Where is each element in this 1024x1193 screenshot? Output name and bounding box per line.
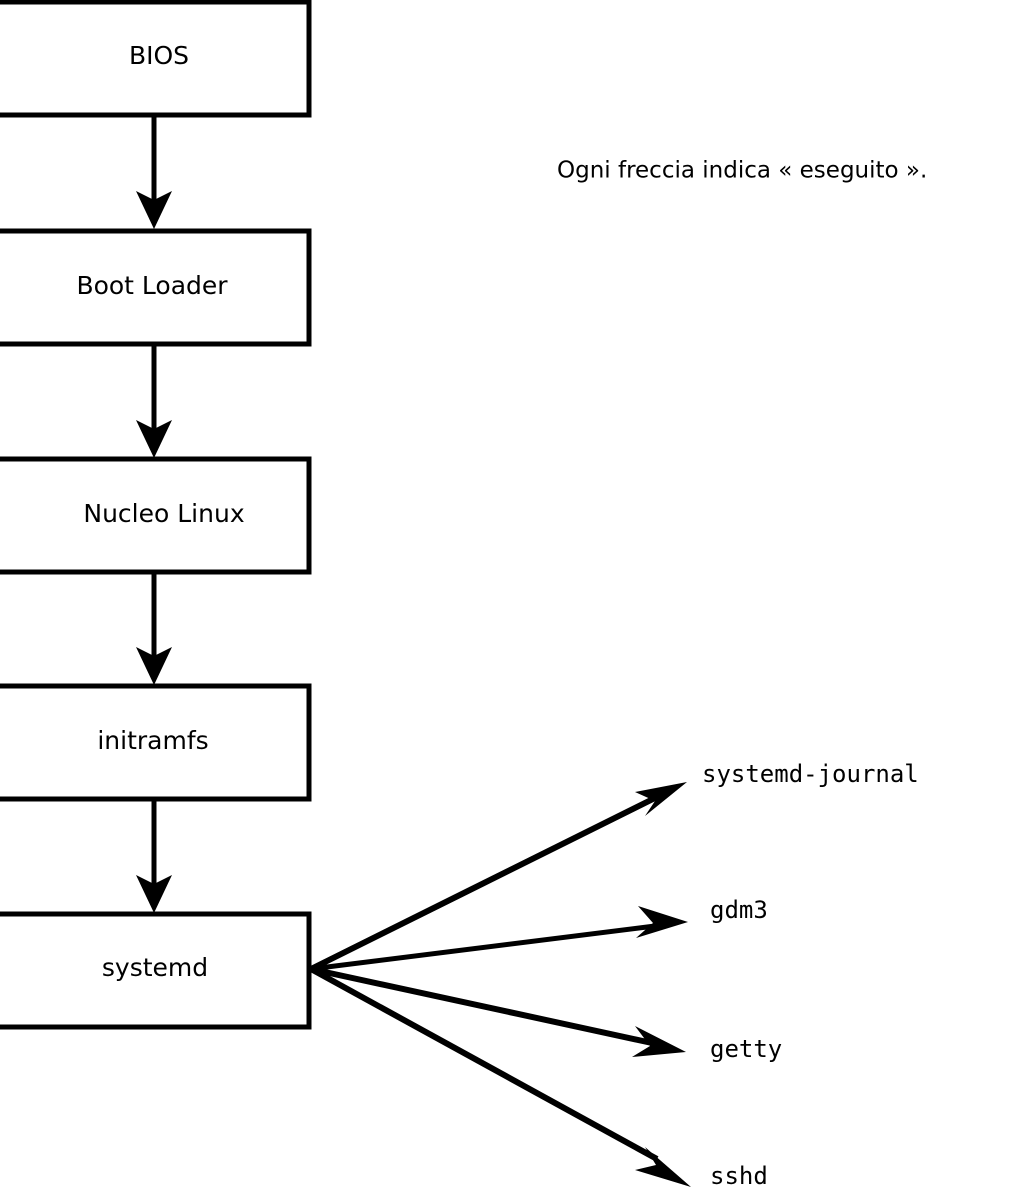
boot-chain-group: BIOS Boot Loader Nucleo Linux initramfs … (0, 0, 312, 1030)
service-label-gdm3: gdm3 (710, 896, 768, 924)
service-label-sshd: sshd (710, 1162, 768, 1190)
arrow-nucleo-linux-to-initramfs (136, 571, 172, 685)
arrow-bios-to-boot-loader (136, 115, 172, 229)
arrow-systemd-to-systemd-journal (309, 782, 687, 972)
arrow-initramfs-to-systemd (136, 799, 172, 913)
node-boot-loader-rect[interactable] (0, 228, 312, 347)
service-label-getty: getty (710, 1035, 782, 1063)
vertical-arrows-group (136, 115, 172, 913)
node-systemd-label: systemd (102, 953, 208, 982)
node-bios[interactable]: BIOS (0, 0, 312, 118)
arrow-systemd-to-gdm3 (310, 906, 688, 972)
arrow-boot-loader-to-nucleo-linux (136, 344, 172, 458)
service-labels-group: systemd-journal gdm3 getty sshd (702, 760, 919, 1190)
arrow-head-icon (635, 1147, 691, 1187)
arrow-systemd-to-sshd (309, 966, 691, 1187)
arrow-head-icon (636, 906, 688, 938)
node-bios-label: BIOS (129, 41, 189, 70)
node-initramfs-label: initramfs (97, 726, 208, 755)
node-systemd-rect[interactable] (0, 911, 312, 1030)
node-boot-loader[interactable]: Boot Loader (0, 228, 312, 347)
node-nucleo-linux-label: Nucleo Linux (83, 499, 244, 528)
arrow-head-icon (632, 1026, 686, 1057)
service-arrows-group (309, 782, 691, 1187)
arrow-head-icon (136, 875, 172, 913)
node-boot-loader-label: Boot Loader (76, 271, 228, 300)
arrow-head-icon (635, 782, 687, 816)
arrow-head-icon (136, 191, 172, 229)
node-initramfs[interactable]: initramfs (0, 683, 312, 802)
node-bios-rect[interactable] (0, 0, 312, 118)
arrow-head-icon (136, 420, 172, 458)
node-nucleo-linux-rect[interactable] (0, 456, 312, 575)
arrow-systemd-to-getty (310, 966, 686, 1057)
arrow-head-icon (136, 647, 172, 685)
service-label-systemd-journal: systemd-journal (702, 760, 919, 788)
node-systemd[interactable]: systemd (0, 911, 312, 1030)
diagram-caption: Ogni freccia indica « eseguito ». (557, 158, 927, 184)
node-nucleo-linux[interactable]: Nucleo Linux (0, 456, 312, 575)
